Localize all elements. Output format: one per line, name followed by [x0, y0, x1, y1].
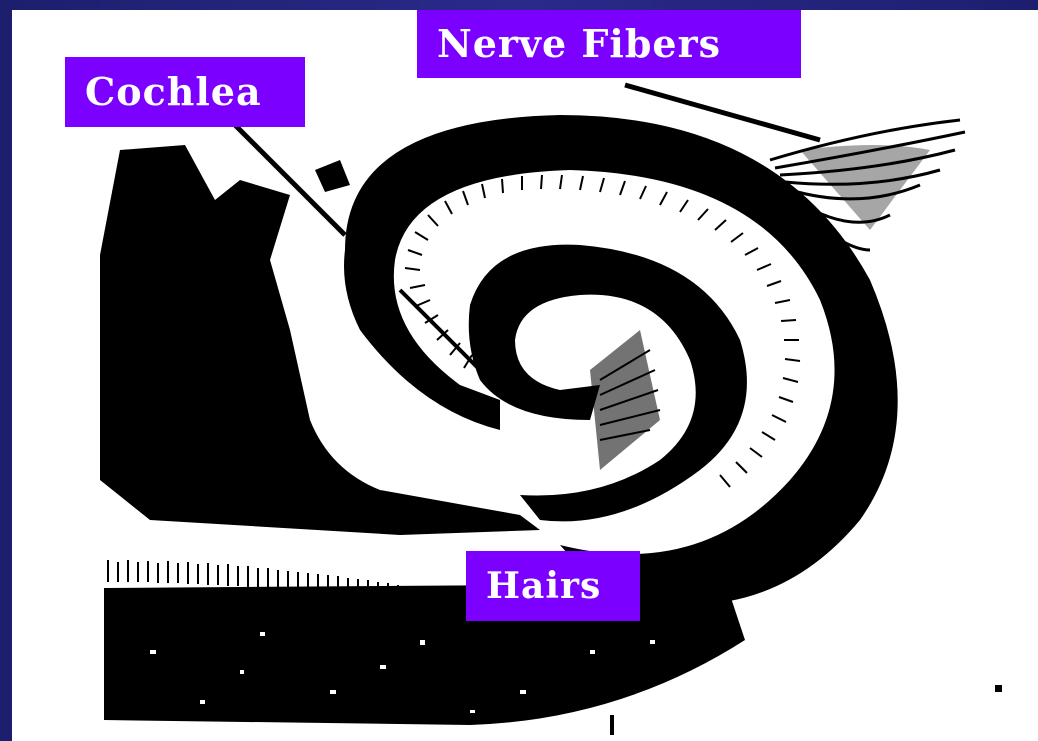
- ink-mark: [315, 160, 350, 192]
- ink-dot: [995, 685, 1002, 692]
- label-hairs: Hairs: [466, 551, 640, 621]
- label-cochlea: Cochlea: [65, 57, 305, 127]
- label-nerve-fibers: Nerve Fibers: [417, 10, 801, 78]
